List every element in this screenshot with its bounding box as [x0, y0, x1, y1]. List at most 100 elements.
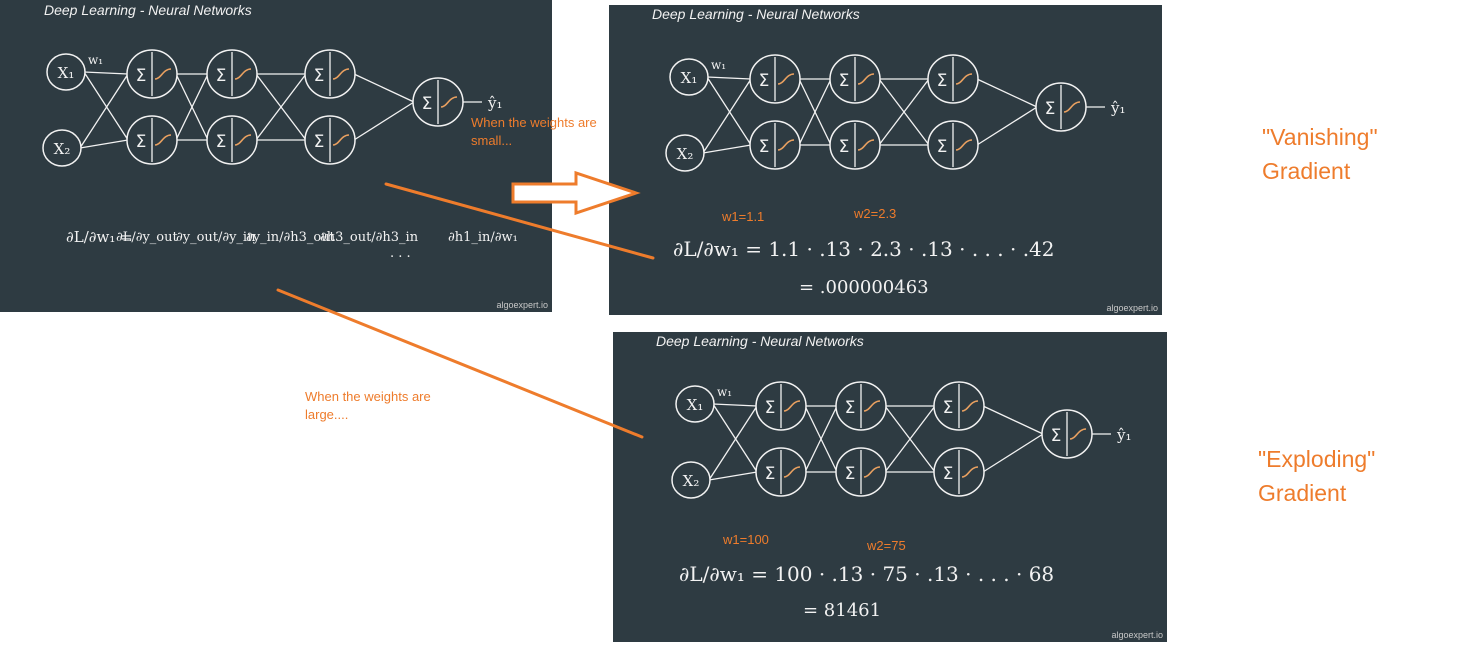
input-label: X₁ — [58, 64, 75, 82]
sum-symbol: Σ — [759, 137, 770, 157]
hidden-neuron-1-2: Σ — [749, 120, 801, 170]
activation-curve — [863, 400, 881, 412]
sum-symbol: Σ — [937, 71, 948, 91]
sum-symbol: Σ — [136, 132, 147, 152]
large-weights-line-1: When the weights are — [305, 389, 431, 404]
output-label: ŷ₁ — [1116, 426, 1132, 444]
hidden-neuron-3-2: Σ — [933, 447, 985, 497]
input-node-2: X₂ — [42, 129, 82, 167]
watermark: algoexpert.io — [496, 300, 548, 310]
activation-curve — [783, 466, 801, 478]
activation-curve — [440, 96, 458, 108]
exploding-line-1: "Exploding" — [1258, 446, 1376, 472]
hidden-neuron-2-1: Σ — [835, 381, 887, 431]
activation-curve — [154, 134, 172, 146]
sum-symbol: Σ — [1045, 99, 1056, 119]
small-weights-line-1: When the weights are — [471, 115, 597, 130]
activation-curve — [234, 134, 252, 146]
activation-curve — [332, 68, 350, 80]
output-label: ŷ₁ — [487, 94, 503, 112]
activation-curve — [955, 139, 973, 151]
hidden-neuron-1-1: Σ — [126, 49, 178, 99]
activation-curve — [154, 68, 172, 80]
sum-symbol: Σ — [314, 132, 325, 152]
activation-curve — [955, 73, 973, 85]
right-arrow-icon — [511, 170, 641, 216]
exploding-gradient-label: "Exploding" Gradient — [1258, 442, 1375, 510]
hidden-neuron-1-1: Σ — [749, 54, 801, 104]
hidden-neuron-1-1: Σ — [755, 381, 807, 431]
vanishing-gradient-label: "Vanishing" Gradient — [1262, 120, 1378, 188]
slide-original: Deep Learning - Neural Networks X₁ X₂ w₁ Σ Σ… — [0, 0, 552, 312]
hidden-neuron-2-1: Σ — [829, 54, 881, 104]
connector-line-small — [384, 182, 655, 260]
input-node-1: X₁ — [675, 385, 715, 423]
activation-curve — [1069, 428, 1087, 440]
output-neuron: Σ — [1041, 409, 1093, 459]
input-label: X₁ — [681, 69, 698, 87]
weight-label: w₁ — [88, 53, 103, 67]
slide-title: Deep Learning - Neural Networks — [652, 6, 860, 22]
gradient-result: = 81461 — [803, 600, 882, 621]
activation-curve — [777, 139, 795, 151]
activation-curve — [783, 400, 801, 412]
exploding-line-2: Gradient — [1258, 480, 1347, 506]
activation-curve — [1063, 101, 1081, 113]
weight-w1-label: w1=100 — [723, 532, 769, 547]
hidden-neuron-3-1: Σ — [927, 54, 979, 104]
weight-w2-label: w2=2.3 — [854, 206, 897, 221]
sum-symbol: Σ — [943, 464, 954, 484]
input-node-1: X₁ — [669, 58, 709, 96]
large-weights-note: When the weights are large.... — [305, 388, 431, 424]
vanishing-line-2: Gradient — [1262, 158, 1351, 184]
watermark: algoexpert.io — [1111, 630, 1163, 640]
sum-symbol: Σ — [765, 464, 776, 484]
sum-symbol: Σ — [216, 132, 227, 152]
weight-w1-label: w1=1.1 — [722, 209, 765, 224]
input-label: X₂ — [54, 140, 71, 158]
activation-curve — [961, 466, 979, 478]
sum-symbol: Σ — [765, 398, 776, 418]
weight-label: w₁ — [711, 58, 726, 72]
sum-symbol: Σ — [845, 464, 856, 484]
sum-symbol: Σ — [216, 66, 227, 86]
sum-symbol: Σ — [943, 398, 954, 418]
slide-title: Deep Learning - Neural Networks — [44, 2, 252, 18]
sum-symbol: Σ — [136, 66, 147, 86]
gradient-result: = .000000463 — [799, 277, 929, 298]
weight-w2-label: w2=75 — [867, 538, 906, 553]
small-weights-note: When the weights are small... — [471, 114, 597, 150]
sum-symbol: Σ — [422, 94, 433, 114]
chain-term-4: ∂h3_out/∂h3_in — [320, 230, 419, 245]
hidden-neuron-2-1: Σ — [206, 49, 258, 99]
activation-curve — [777, 73, 795, 85]
sum-symbol: Σ — [937, 137, 948, 157]
chain-term-3: ∂y_in/∂h3_out — [246, 230, 335, 245]
input-node-1: X₁ — [46, 53, 86, 91]
hidden-neuron-2-2: Σ — [835, 447, 887, 497]
activation-curve — [961, 400, 979, 412]
hidden-neuron-2-2: Σ — [829, 120, 881, 170]
connections — [708, 403, 1111, 481]
chain-rule-lhs: ∂L/∂w₁ = — [66, 228, 133, 246]
sum-symbol: Σ — [314, 66, 325, 86]
large-weights-line-2: large.... — [305, 407, 349, 422]
output-neuron: Σ — [1035, 82, 1087, 132]
sum-symbol: Σ — [845, 398, 856, 418]
sum-symbol: Σ — [839, 71, 850, 91]
vanishing-line-1: "Vanishing" — [1262, 124, 1378, 150]
chain-term-1: ∂L/∂y_out — [116, 230, 178, 245]
hidden-neuron-3-1: Σ — [304, 49, 356, 99]
hidden-neuron-2-2: Σ — [206, 115, 258, 165]
output-neuron: Σ — [412, 77, 464, 127]
activation-curve — [857, 139, 875, 151]
hidden-neuron-3-2: Σ — [304, 115, 356, 165]
hidden-neuron-3-1: Σ — [933, 381, 985, 431]
output-label: ŷ₁ — [1110, 99, 1126, 117]
activation-curve — [857, 73, 875, 85]
